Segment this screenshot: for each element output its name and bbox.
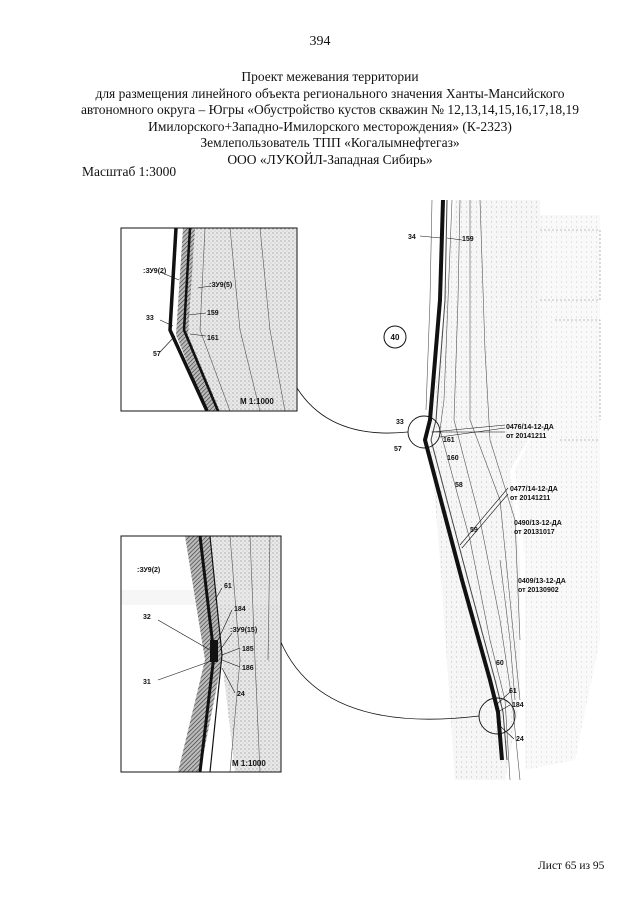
inset-bottom-point-185: 185 (242, 646, 254, 653)
inset-bottom-point-186: 186 (242, 665, 254, 672)
inset-top-point-161: 161 (207, 335, 219, 342)
inset-top-point-57: 57 (153, 351, 161, 358)
doc-label-3: 0490/13-12-ДА от 20131017 (514, 520, 562, 536)
main-map-line (422, 199, 504, 761)
main-point-33: 33 (396, 419, 404, 426)
main-map-shaded-area-right (515, 215, 600, 770)
doc-label-3-date: от 20131017 (514, 529, 555, 536)
inset-top-point-33: 33 (146, 315, 154, 322)
main-point-59: 59 (470, 527, 478, 534)
title-block: Проект межевания территории для размещен… (60, 69, 600, 169)
inset-top: :ЗУ9(2) :ЗУ9(5) 33 57 159 161 М 1:1000 (120, 227, 298, 412)
inset-bottom-point-61: 61 (224, 583, 232, 590)
inset-top-scale: М 1:1000 (240, 397, 274, 406)
main-point-24: 24 (516, 736, 524, 743)
sheet-footer: Лист 65 из 95 (538, 860, 605, 872)
main-point-160: 160 (447, 455, 459, 462)
main-point-58: 58 (455, 482, 463, 489)
main-point-61: 61 (509, 688, 517, 695)
inset-bottom-scale: М 1:1000 (232, 759, 266, 768)
main-map-shaded-area (430, 200, 540, 780)
doc-label-4-number: 0409/13-12-ДА (518, 578, 566, 585)
main-point-57: 57 (394, 446, 402, 453)
inset-bottom-point-184: 184 (234, 606, 246, 613)
inset-bottom: :ЗУ9(2) 61 184 :ЗУ9(15) 185 186 32 31 24… (120, 535, 282, 773)
title-line-1: Проект межевания территории (241, 69, 419, 84)
scale-label: Масштаб 1:3000 (82, 164, 177, 179)
title-line-4: Имилорского+Западно-Имилорского месторож… (148, 118, 512, 134)
inset-top-zu5: :ЗУ9(5) (209, 282, 232, 289)
main-point-184: 184 (512, 702, 524, 709)
inset-top-zu2: :ЗУ9(2) (143, 268, 166, 275)
main-map-number-40: 40 (391, 333, 400, 342)
page-number: 394 (309, 34, 331, 49)
inset-bottom-zu15: :ЗУ9(15) (230, 627, 257, 634)
inset-top-connector (296, 387, 409, 434)
doc-label-2: 0477/14-12-ДА от 20141211 (510, 486, 558, 502)
main-point-161: 161 (443, 437, 455, 444)
title-line-5: Землепользователь ТПП «Когалымнефтегаз» (200, 135, 460, 151)
doc-label-4: 0409/13-12-ДА от 20130902 (518, 578, 566, 594)
doc-label-3-number: 0490/13-12-ДА (514, 520, 562, 527)
main-map: 40 34 159 33 57 161 160 58 59 60 61 184 … (279, 199, 601, 781)
doc-label-1-number: 0476/14-12-ДА (506, 424, 554, 431)
title-line-3: автономного округа – Югры «Обустройство … (80, 102, 580, 118)
doc-label-4-date: от 20130902 (518, 587, 559, 594)
inset-bottom-zu2: :ЗУ9(2) (137, 567, 160, 574)
main-point-34: 34 (408, 234, 416, 241)
doc-label-2-date: от 20141211 (510, 495, 550, 502)
inset-bottom-connector (279, 639, 480, 720)
doc-label-2-number: 0477/14-12-ДА (510, 486, 558, 493)
inset-bottom-point-32: 32 (143, 614, 151, 621)
main-map-number-circle (383, 325, 407, 349)
doc-label-1-date: от 20141211 (506, 433, 546, 440)
inset-bottom-point-24: 24 (237, 691, 245, 698)
inset-bottom-point-31: 31 (143, 679, 151, 686)
doc-label-1: 0476/14-12-ДА от 20141211 (506, 424, 554, 440)
main-point-60: 60 (496, 660, 504, 667)
title-line-2: для размещения линейного объекта региона… (95, 85, 565, 101)
title-line-6: ООО «ЛУКОЙЛ-Западная Сибирь» (227, 151, 433, 167)
inset-top-point-159: 159 (207, 310, 219, 317)
main-point-159: 159 (462, 236, 474, 243)
